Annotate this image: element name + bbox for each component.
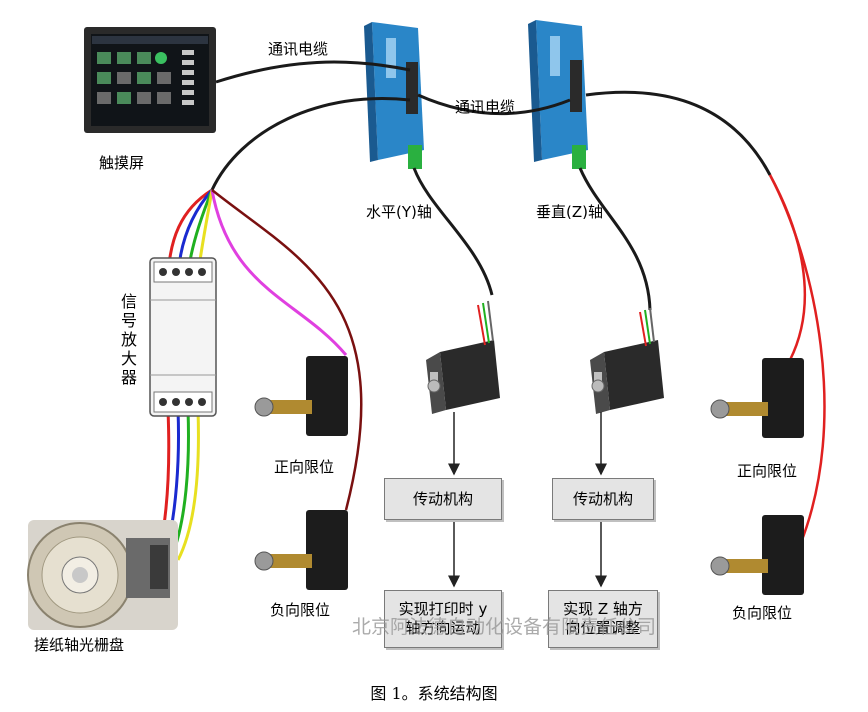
stepper-motor-y <box>426 300 500 414</box>
cable-label-2: 通讯电缆 <box>455 98 516 116</box>
limit-neg-right-label: 负向限位 <box>732 604 793 622</box>
limit-neg-left-label: 负向限位 <box>270 601 331 619</box>
transmission-box-y: 传动机构 <box>384 478 502 520</box>
driver-z <box>528 20 588 169</box>
touchscreen-device <box>84 27 216 133</box>
watermark: 北京阿法德自动化设备有限责任公司 <box>352 616 657 638</box>
stepper-motor-z <box>590 307 664 414</box>
flow-arrows <box>448 412 607 588</box>
result-box-z: 实现 Z 轴方 向位置调整 <box>548 590 658 648</box>
cable-label-1: 通讯电缆 <box>268 40 329 58</box>
figure-caption: 图 1。系统结构图 <box>370 684 498 703</box>
result-box-z-line1: 实现 Z 轴方 <box>563 600 643 618</box>
amplifier-label: 信号放大器 <box>120 292 137 387</box>
red-cables <box>768 174 826 546</box>
axis-y-label: 水平(Y)轴 <box>366 203 432 221</box>
limit-switch-right-negative <box>710 515 804 595</box>
result-box-y: 实现打印时 y 轴方向运动 <box>384 590 502 648</box>
limit-switch-right-positive <box>710 358 804 438</box>
limit-pos-right-label: 正向限位 <box>737 462 798 480</box>
result-box-y-line1: 实现打印时 y <box>398 600 488 618</box>
signal-amplifier <box>149 257 217 417</box>
axis-z-label: 垂直(Z)轴 <box>536 203 603 221</box>
limit-switch-left-negative <box>254 510 348 590</box>
encoder-label: 搓纸轴光栅盘 <box>34 636 125 654</box>
touchscreen-label: 触摸屏 <box>99 154 145 172</box>
result-box-z-line2: 向位置调整 <box>565 619 641 637</box>
transmission-box-z: 传动机构 <box>552 478 654 520</box>
encoder-disk <box>27 520 178 630</box>
driver-y <box>364 22 424 169</box>
result-box-y-line2: 轴方向运动 <box>405 619 481 637</box>
limit-switch-left-positive <box>254 356 348 436</box>
limit-pos-left-label: 正向限位 <box>274 458 335 476</box>
black-cables <box>210 60 772 311</box>
